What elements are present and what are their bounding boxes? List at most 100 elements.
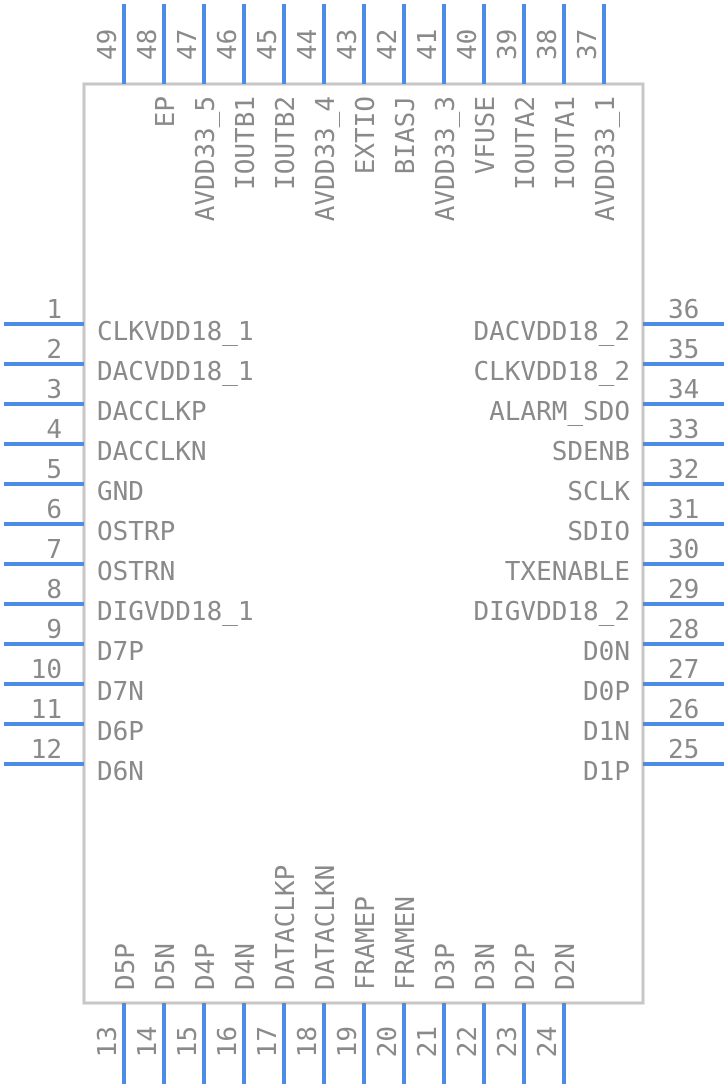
pin-41-number: 41: [413, 29, 443, 60]
pin-25-number: 25: [668, 735, 699, 765]
pin-28-number: 28: [668, 615, 699, 645]
pin-12-label: D6N: [97, 757, 144, 787]
pin-19-number: 19: [333, 1026, 363, 1057]
pin-47-number: 47: [173, 29, 203, 60]
pin-34-label: ALARM_SDO: [489, 397, 630, 427]
pin-11-number: 11: [31, 695, 62, 725]
pin-7-label: OSTRN: [97, 557, 175, 587]
pin-3-label: DACCLKP: [97, 397, 207, 427]
pin-30-number: 30: [668, 535, 699, 565]
pin-11-label: D6P: [97, 717, 144, 747]
pin-46-label: IOUTB1: [231, 96, 261, 190]
pin-42-label: BIASJ: [391, 96, 421, 174]
pin-33-label: SDENB: [552, 437, 630, 467]
pin-30-label: TXENABLE: [505, 557, 630, 587]
pin-45-label: IOUTB2: [271, 96, 301, 190]
component-body: [82, 82, 645, 1005]
pin-26-number: 26: [668, 695, 699, 725]
pin-26-label: D1N: [583, 717, 630, 747]
pin-40-label: VFUSE: [471, 96, 501, 174]
pin-16-label: D4N: [231, 943, 261, 990]
pin-37-label: AVDD33_1: [591, 96, 621, 221]
pin-27-number: 27: [668, 655, 699, 685]
pin-37-number: 37: [573, 29, 603, 60]
pin-22-number: 22: [453, 1026, 483, 1057]
pin-17-label: DATACLKP: [271, 865, 301, 990]
pin-39-label: IOUTA2: [511, 96, 541, 190]
pin-28-label: D0N: [583, 637, 630, 667]
pin-49-number: 49: [93, 29, 123, 60]
pin-21-number: 21: [413, 1026, 443, 1057]
pin-10-number: 10: [31, 655, 62, 685]
pin-33-number: 33: [668, 415, 699, 445]
pin-2-label: DACVDD18_1: [97, 357, 254, 387]
pin-21-label: D3P: [431, 943, 461, 990]
pin-13-label: D5P: [111, 943, 141, 990]
pin-48-label: EP: [151, 96, 181, 127]
pin-35-label: CLKVDD18_2: [473, 357, 630, 387]
pin-15-label: D4P: [191, 943, 221, 990]
pin-29-label: DIGVDD18_2: [473, 597, 630, 627]
pin-20-number: 20: [373, 1026, 403, 1057]
pin-14-label: D5N: [151, 943, 181, 990]
pin-23-number: 23: [493, 1026, 523, 1057]
pin-31-number: 31: [668, 495, 699, 525]
pin-35-number: 35: [668, 335, 699, 365]
pin-40-number: 40: [453, 29, 483, 60]
pin-48-number: 48: [133, 29, 163, 60]
pin-18-label: DATACLKN: [311, 865, 341, 990]
pin-44-label: AVDD33_4: [311, 96, 341, 221]
pin-1-label: CLKVDD18_1: [97, 317, 254, 347]
pin-8-label: DIGVDD18_1: [97, 597, 254, 627]
pin-43-label: EXTIO: [351, 96, 381, 174]
pin-4-number: 4: [46, 415, 62, 445]
pin-3-number: 3: [46, 375, 62, 405]
pin-46-number: 46: [213, 29, 243, 60]
pin-5-label: GND: [97, 477, 144, 507]
pin-16-number: 16: [213, 1026, 243, 1057]
pin-43-number: 43: [333, 29, 363, 60]
pin-39-number: 39: [493, 29, 523, 60]
pin-32-label: SCLK: [567, 477, 630, 507]
pin-38-label: IOUTA1: [551, 96, 581, 190]
pin-6-label: OSTRP: [97, 517, 175, 547]
pin-18-number: 18: [293, 1026, 323, 1057]
pin-44-number: 44: [293, 29, 323, 60]
pin-36-number: 36: [668, 295, 699, 325]
pin-20-label: FRAMEN: [391, 896, 421, 990]
pin-5-number: 5: [46, 455, 62, 485]
pin-9-label: D7P: [97, 637, 144, 667]
pin-36-label: DACVDD18_2: [473, 317, 630, 347]
pin-8-number: 8: [46, 575, 62, 605]
pin-13-number: 13: [93, 1026, 123, 1057]
pin-9-number: 9: [46, 615, 62, 645]
pin-17-number: 17: [253, 1026, 283, 1057]
pin-14-number: 14: [133, 1026, 163, 1057]
pin-27-label: D0P: [583, 677, 630, 707]
pin-29-number: 29: [668, 575, 699, 605]
pin-25-label: D1P: [583, 757, 630, 787]
pin-22-label: D3N: [471, 943, 501, 990]
pin-12-number: 12: [31, 735, 62, 765]
pin-15-number: 15: [173, 1026, 203, 1057]
pin-38-number: 38: [533, 29, 563, 60]
pin-6-number: 6: [46, 495, 62, 525]
pin-19-label: FRAMEP: [351, 896, 381, 990]
pin-24-number: 24: [533, 1026, 563, 1057]
pin-45-number: 45: [253, 29, 283, 60]
pin-34-number: 34: [668, 375, 699, 405]
pin-24-label: D2N: [551, 943, 581, 990]
pin-4-label: DACCLKN: [97, 437, 207, 467]
pin-1-number: 1: [46, 295, 62, 325]
pin-32-number: 32: [668, 455, 699, 485]
pin-31-label: SDIO: [567, 517, 630, 547]
pin-10-label: D7N: [97, 677, 144, 707]
pin-42-number: 42: [373, 29, 403, 60]
pin-23-label: D2P: [511, 943, 541, 990]
pin-2-number: 2: [46, 335, 62, 365]
pin-47-label: AVDD33_5: [191, 96, 221, 221]
pin-7-number: 7: [46, 535, 62, 565]
pin-41-label: AVDD33_3: [431, 96, 461, 221]
